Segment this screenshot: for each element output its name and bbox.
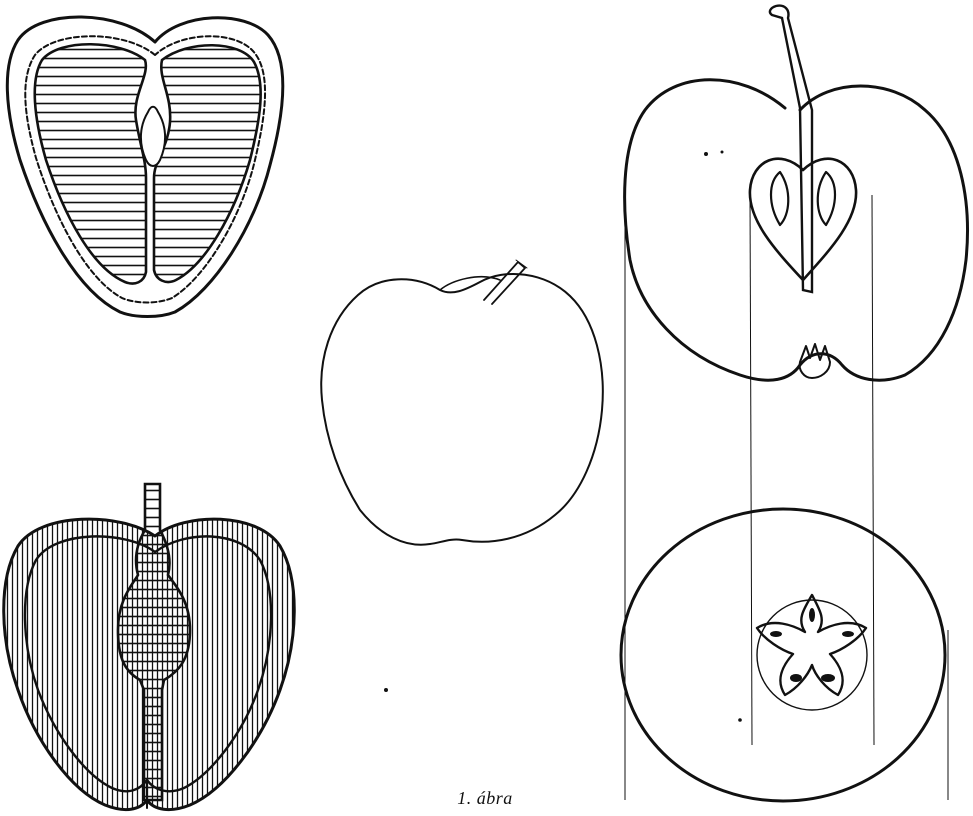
guide-lines — [625, 195, 948, 800]
figure-caption: 1. ábra — [405, 788, 565, 809]
heart-section-drawing — [7, 17, 283, 317]
horizontal-section-drawing — [621, 509, 945, 801]
ink-speck — [738, 718, 742, 722]
longitudinal-section-drawing — [0, 484, 310, 816]
whole-apple-drawing — [321, 260, 603, 545]
vertical-section-drawing — [625, 6, 968, 381]
ink-speck — [384, 688, 388, 692]
